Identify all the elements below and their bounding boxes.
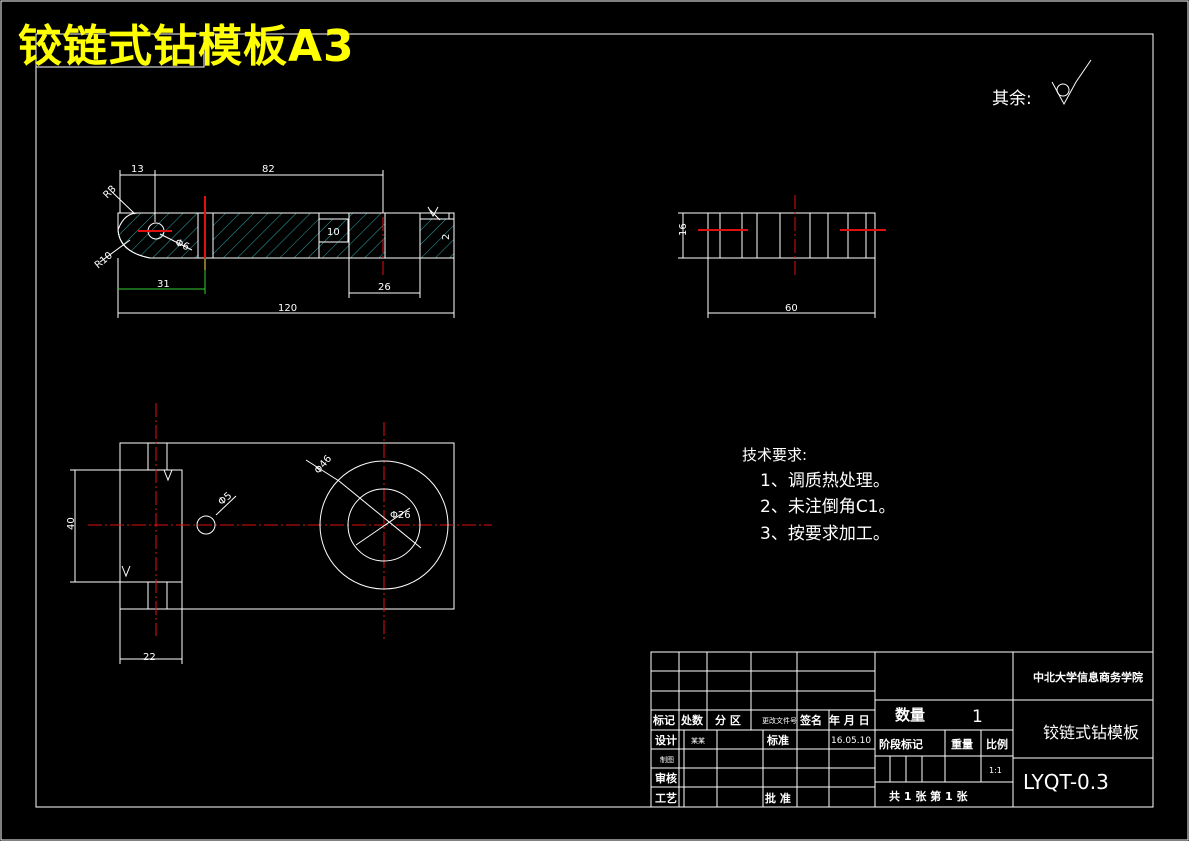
tb-quantity-value: 1 [972, 707, 983, 727]
tech-req-item-3: 3、按要求加工。 [760, 524, 890, 544]
dim-40: 40 [66, 517, 77, 530]
tb-header-date: 年 月 日 [829, 713, 870, 727]
dim-phi46: Φ46 [313, 454, 335, 477]
tb-review-label: 审核 [655, 771, 677, 785]
tb-design-name: 某某 [691, 737, 705, 745]
tb-drawing-code: LYQT-0.3 [1023, 770, 1109, 794]
front-view [99, 170, 455, 318]
tb-header-docno: 更改文件号 [762, 716, 797, 725]
tb-scale-label: 比例 [986, 737, 1008, 751]
dim-16: 16 [678, 223, 689, 236]
tb-part-name: 铰链式钻模板 [1043, 723, 1139, 742]
dim-120: 120 [278, 303, 297, 314]
roughness-symbol [1051, 59, 1092, 106]
tb-scale-value: 1:1 [989, 766, 1002, 775]
dim-13: 13 [131, 164, 144, 175]
tech-req-item-1: 1、调质热处理。 [760, 471, 890, 491]
top-view [70, 403, 492, 664]
dim-phi26: Φ26 [390, 510, 411, 521]
dim-82: 82 [262, 164, 275, 175]
drawing-title: 铰链式钻模板A3 [18, 21, 355, 72]
dim-60: 60 [785, 303, 798, 314]
tb-design-label: 设计 [655, 733, 677, 747]
tb-date: 16.05.10 [831, 736, 871, 746]
dim-2: 2 [441, 234, 452, 240]
dim-22: 22 [143, 652, 156, 663]
tb-quantity-label: 数量 [895, 706, 925, 724]
dim-phi5: Φ5 [216, 490, 234, 508]
tb-header-count: 处数 [680, 713, 704, 727]
tb-header-mark: 标记 [652, 713, 675, 727]
tb-header-sign: 签名 [799, 713, 822, 727]
tb-process-label: 工艺 [655, 791, 677, 805]
tb-sheets: 共 1 张 第 1 张 [889, 789, 968, 803]
side-view [678, 195, 886, 318]
roughness-note: 其余: [992, 89, 1032, 109]
tech-req-heading: 技术要求: [742, 446, 807, 464]
tb-school: 中北大学信息商务学院 [1033, 670, 1143, 684]
tb-header-zone: 分 区 [715, 713, 741, 727]
dim-10: 10 [327, 227, 340, 238]
tb-weight-label: 重量 [951, 737, 973, 751]
tech-req-item-2: 2、未注倒角C1。 [760, 497, 896, 517]
tb-drawing-label: 制图 [660, 755, 674, 764]
dim-26: 26 [378, 282, 391, 293]
tb-approve-label: 批 准 [765, 791, 791, 805]
tb-stage-label: 阶段标记 [879, 737, 923, 751]
tb-standard-label: 标准 [766, 733, 789, 747]
title-tag-box [35, 33, 205, 68]
dim-phi6: Φ6 [173, 237, 191, 253]
dim-31: 31 [157, 279, 170, 290]
inner-frame [35, 33, 1154, 808]
title-block-grid [650, 651, 1154, 808]
dim-r3: R3 [102, 184, 119, 201]
